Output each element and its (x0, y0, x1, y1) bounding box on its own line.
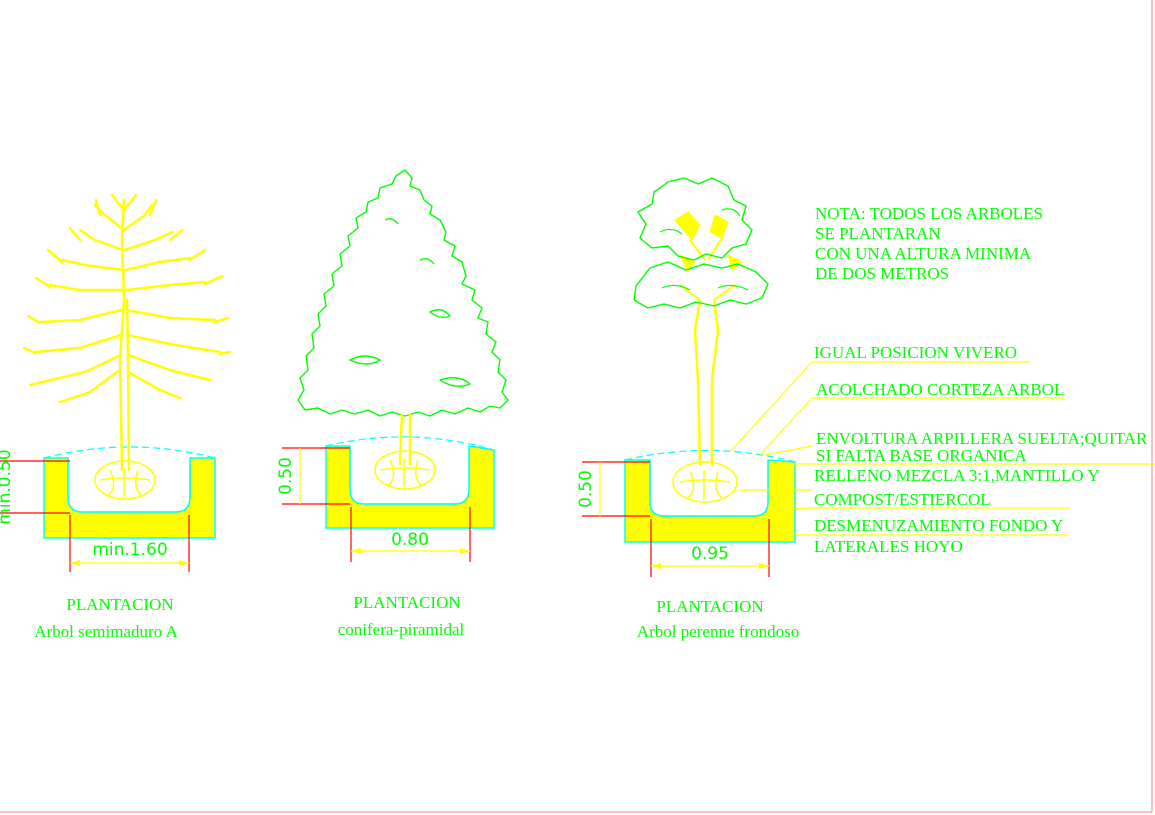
note-line: DE DOS METROS (815, 264, 949, 283)
root-ball (672, 461, 738, 503)
width-dimension-label: 0.95 (691, 544, 729, 564)
conifer-tree-icon (297, 169, 509, 417)
trunk (398, 413, 412, 466)
deciduous-tree-icon (22, 193, 232, 472)
detail-evergreen: 0.95 0.50 PLANTACION Arbol perenne frond… (576, 177, 799, 641)
callout-organic-base: SI FALTA BASE ORGANICA (816, 446, 1027, 465)
depth-dimension-label: min.0.50 (0, 449, 15, 524)
callout-pit-sides: LATERALES HOYO (814, 537, 963, 556)
detail-title: PLANTACION (353, 593, 460, 612)
depth-dimension-label: 0.50 (576, 470, 596, 508)
detail-semimature-tree: min.1.60 min.0.50 PLANTACION Arbol semim… (0, 193, 232, 641)
planting-pit (624, 449, 796, 543)
width-dimension (350, 507, 471, 562)
callout-labels: IGUAL POSICION VIVERO ACOLCHADO CORTEZA … (814, 343, 1148, 556)
callout-leaders (729, 361, 1155, 536)
depth-dimension (582, 461, 650, 517)
root-ball (94, 460, 156, 500)
note-line: SE PLANTARAN (815, 224, 941, 243)
detail-title: PLANTACION (66, 595, 173, 614)
callout-backfill-mix: RELLENO MEZCLA 3:1,MANTILLO Y (814, 466, 1100, 485)
depth-dimension-label: 0.50 (276, 457, 296, 495)
detail-title: PLANTACION (656, 597, 763, 616)
width-dimension (650, 519, 770, 577)
depth-dimension (282, 447, 350, 505)
planting-note: NOTA: TODOS LOS ARBOLES SE PLANTARAN CON… (815, 204, 1043, 283)
root-ball (374, 450, 436, 490)
width-dimension (69, 515, 190, 572)
callout-loosen-pit: DESMENUZAMIENTO FONDO Y (814, 516, 1063, 535)
callout-bark-mulch: ACOLCHADO CORTEZA ARBOL (816, 380, 1064, 399)
note-line: NOTA: TODOS LOS ARBOLES (815, 204, 1043, 223)
detail-subtitle: Arbol perenne frondoso (637, 622, 799, 641)
callout-compost: COMPOST/ESTIERCOL (814, 490, 991, 509)
width-dimension-label: min.1.60 (92, 540, 167, 560)
planting-pit (325, 436, 495, 529)
detail-subtitle: conifera-piramidal (338, 620, 465, 639)
depth-dimension (0, 460, 70, 514)
detail-conifer: 0.80 0.50 PLANTACION conifera-piramidal (276, 169, 509, 639)
callout-nursery-position: IGUAL POSICION VIVERO (814, 343, 1017, 362)
planting-pit (43, 446, 216, 539)
callout-burlap-wrap: ENVOLTURA ARPILLERA SUELTA;QUITAR (816, 429, 1148, 448)
detail-subtitle: Arbol semimaduro A (34, 622, 178, 641)
evergreen-tree-icon (633, 177, 769, 466)
width-dimension-label: 0.80 (391, 530, 429, 550)
note-line: CON UNA ALTURA MINIMA (815, 244, 1032, 263)
